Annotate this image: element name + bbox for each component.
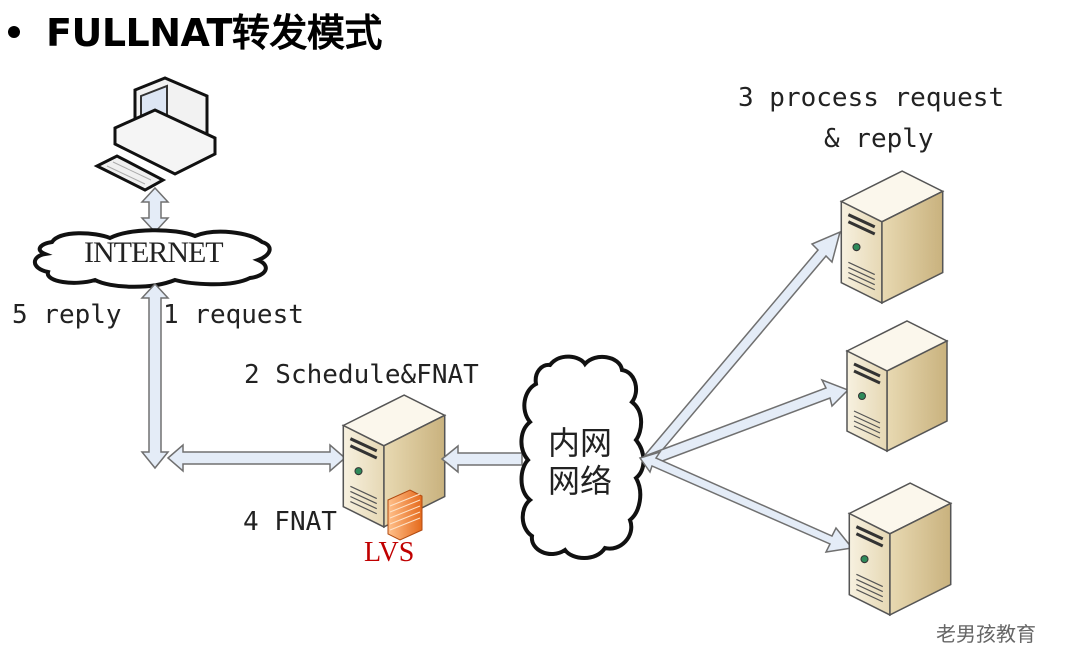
lvs-horizontal-arrow: [166, 443, 347, 473]
process-label: 3 process request: [738, 83, 1005, 113]
reply-label: 5 reply: [12, 300, 122, 330]
lvs-label: LVS: [364, 537, 415, 568]
client-computer-icon: [93, 76, 217, 192]
internet-cloud-icon: [32, 228, 272, 289]
firewall-icon: [387, 489, 423, 541]
schedule-label: 2 Schedule&FNAT: [244, 360, 479, 390]
rs3-arrow: [638, 450, 854, 553]
client-internet-arrow: [140, 186, 170, 234]
real-server-2-icon: [845, 319, 949, 453]
real-server-1-icon: [839, 169, 945, 305]
internal-network-label-1: 内网: [548, 424, 613, 462]
real-server-3-icon: [847, 481, 953, 617]
process-label-line2: & reply: [824, 124, 934, 154]
internet-lvs-vertical-arrow: [140, 282, 170, 470]
rs1-arrow: [643, 230, 842, 463]
title-text: FULLNAT转发模式: [46, 11, 382, 55]
request-label: 1 request: [163, 300, 304, 330]
internet-label: INTERNET: [84, 236, 224, 269]
watermark: 老男孩教育: [936, 622, 1036, 646]
internal-network-cloud-icon: [519, 354, 646, 560]
internal-to-lvs-arrow: [440, 444, 523, 474]
slide-title: FULLNAT转发模式: [8, 2, 382, 57]
fnat-label: 4 FNAT: [243, 507, 337, 537]
rs2-arrow: [644, 378, 850, 467]
internal-network-label-2: 网络: [548, 462, 613, 500]
bullet-icon: [8, 25, 20, 38]
